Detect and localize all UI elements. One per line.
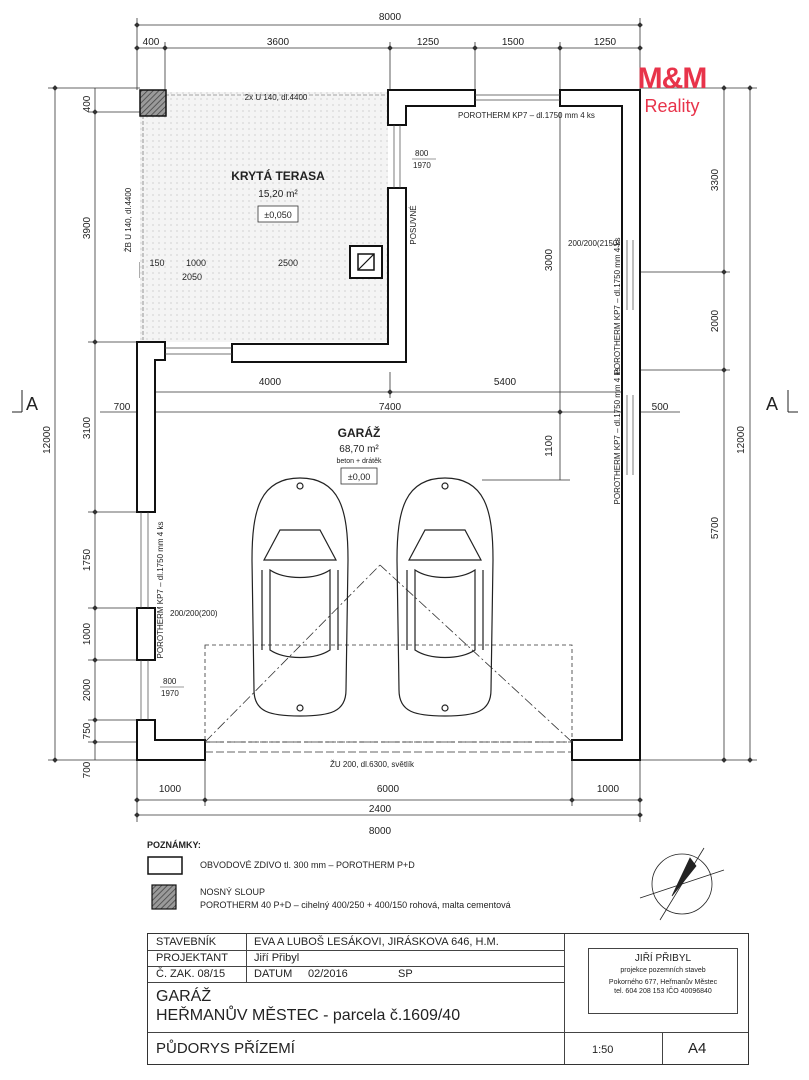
garage-door	[204, 564, 573, 753]
dim-top-2: 3600	[267, 37, 290, 48]
legend-wall-text: OBVODOVÉ ZDIVO tl. 300 mm – POROTHERM P+…	[200, 860, 415, 870]
car-right-icon	[396, 477, 494, 717]
dim-left-2: 3900	[82, 216, 93, 239]
designer-stamp: JIŘÍ PŘIBYL projekce pozemních staveb Po…	[588, 948, 738, 1014]
date-label: DATUM	[254, 968, 293, 980]
designer-label: PROJEKTANT	[156, 952, 228, 964]
dim-terrace-2500: 2500	[278, 258, 298, 268]
dim-left-1: 400	[82, 95, 93, 112]
dimension-ticks	[52, 22, 753, 818]
legend-column-text-1: NOSNÝ SLOUP	[200, 887, 266, 897]
brand-name: M&M	[637, 62, 708, 95]
dim-right-total: 12000	[736, 426, 747, 454]
dim-inner-1100: 1100	[544, 435, 555, 457]
dim-mid-7400: 7400	[379, 402, 402, 413]
dim-top-total: 8000	[379, 12, 402, 23]
dim-left-7: 750	[82, 722, 93, 739]
legend-title: POZNÁMKY:	[147, 840, 201, 850]
north-arrow-icon	[639, 847, 725, 921]
corner-column-icon	[139, 89, 167, 117]
scale-value: 1:50	[592, 1044, 614, 1056]
door-lower-width: 800	[163, 677, 177, 686]
door-upper-width: 800	[415, 149, 429, 158]
drawing-name: PŮDORYS PŘÍZEMÍ	[156, 1040, 295, 1057]
sliding-label: POSUVNÉ	[409, 205, 418, 244]
garage-area: 68,70 m²	[339, 444, 379, 455]
terrace-name: KRYTÁ TERASA	[231, 168, 325, 183]
beam-bottom-label: ŽU 200, dl.6300, světlík	[330, 760, 415, 769]
window-top-label: POROTHERM KP7 – dl.1750 mm 4 ks	[458, 111, 595, 120]
dim-terrace-1000: 1000	[186, 258, 206, 268]
door-lower-height: 1970	[161, 689, 179, 698]
window-right-label: POROTHERM KP7 – dl.1750 mm 4 ks	[613, 238, 622, 375]
stamp-name: JIŘÍ PŘIBYL	[634, 953, 692, 964]
section-line	[12, 390, 798, 413]
dim-left-5: 1000	[82, 622, 93, 645]
legend-column-text-2: POROTHERM 40 P+D – cihelný 400/250 + 400…	[200, 900, 511, 910]
car-left-icon	[251, 477, 349, 717]
dim-inner-3000: 3000	[544, 248, 555, 271]
dim-left-6: 2000	[82, 678, 93, 701]
date-value: 02/2016	[308, 968, 348, 980]
dim-bottom-3: 1000	[597, 784, 620, 795]
dim-top-4: 1500	[502, 37, 525, 48]
title-block: STAVEBNÍK EVA A LUBOŠ LESÁKOVI, JIRÁSKOV…	[147, 933, 749, 1065]
dim-left-4: 1750	[82, 548, 93, 571]
format-value: A4	[688, 1040, 707, 1057]
dim-mid-500: 500	[652, 402, 669, 413]
opening-right-label: 200/200(2150)	[568, 239, 620, 248]
dim-mid-5400: 5400	[494, 377, 517, 388]
stage-value: SP	[398, 968, 413, 980]
dim-mid-700: 700	[114, 402, 131, 413]
walls	[136, 89, 641, 761]
window-left-label: POROTHERM KP7 – dl.1750 mm 4 ks	[156, 522, 165, 659]
section-marker-left: A	[26, 394, 38, 414]
investor-value: EVA A LUBOŠ LESÁKOVI, JIRÁSKOVA 646, H.M…	[254, 936, 499, 948]
dim-top-3: 1250	[417, 37, 440, 48]
dim-left-3: 3100	[82, 416, 93, 439]
drawing-title-2: HEŘMANŮV MĚSTEC - parcela č.1609/40	[156, 1007, 461, 1024]
legend-column-swatch	[151, 884, 177, 910]
openings	[140, 94, 634, 720]
dim-bottom-inner: 2400	[369, 804, 392, 815]
dim-terrace-150: 150	[149, 258, 164, 268]
dim-terrace-2050: 2050	[182, 272, 202, 282]
terrace-area: 15,20 m²	[258, 189, 298, 200]
beam-left-label: ŽB U 140, dl.4400	[124, 187, 133, 252]
window-right-lower-label: POROTHERM KP7 – dl.1750 mm 4 ks	[613, 368, 622, 505]
legend-wall-swatch	[147, 856, 183, 875]
beam-top-label: 2x U 140, dl.4400	[245, 93, 308, 102]
dim-top-5: 1250	[594, 37, 617, 48]
dim-bottom-2: 6000	[377, 784, 400, 795]
garage-level: ±0,00	[348, 472, 370, 482]
stamp-line-2: Pokorného 677, Heřmanův Městec	[608, 979, 718, 986]
stamp-line-1: projekce pozemních staveb	[620, 967, 706, 974]
dim-right-1: 3300	[710, 168, 721, 191]
door-upper-height: 1970	[413, 161, 431, 170]
brand-logo: M&M Reality	[622, 62, 722, 117]
dim-bottom-total: 8000	[369, 826, 392, 837]
designer-value: Jiří Přibyl	[254, 952, 300, 964]
dim-bottom-1: 1000	[159, 784, 182, 795]
dim-left-8: 700	[82, 761, 93, 778]
garage-name: GARÁŽ	[338, 425, 381, 440]
dim-top-1: 400	[143, 37, 160, 48]
section-marker-right: A	[766, 394, 778, 414]
order-label: Č. ZAK. 08/15	[156, 968, 226, 980]
drawing-title-1: GARÁŽ	[156, 988, 212, 1005]
investor-label: STAVEBNÍK	[156, 936, 217, 948]
opening-left-label: 200/200(200)	[170, 609, 218, 618]
dim-right-3: 5700	[710, 516, 721, 539]
dim-mid-4000: 4000	[259, 377, 282, 388]
stamp-line-3: tel. 604 208 153 IČO 40096840	[614, 988, 712, 995]
terrace-level: ±0,050	[264, 210, 291, 220]
garage-material: beton + drátěk	[337, 458, 382, 465]
dim-right-2: 2000	[710, 309, 721, 332]
dim-left-total: 12000	[42, 426, 53, 454]
brand-sub: Reality	[644, 96, 700, 116]
